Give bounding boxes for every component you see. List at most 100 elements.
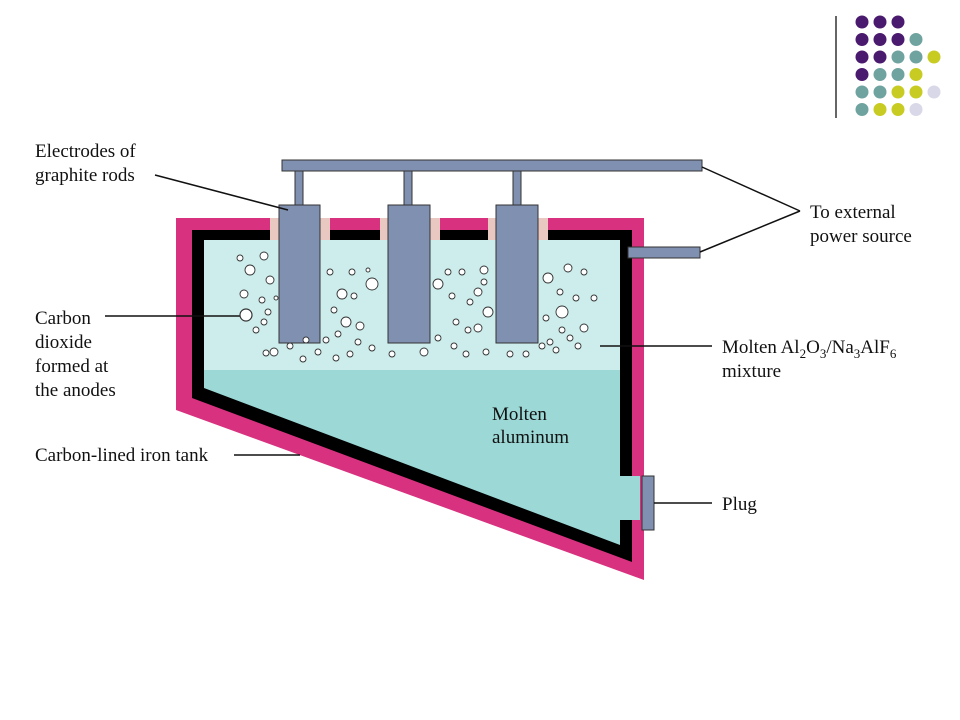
connector-rod xyxy=(294,170,304,206)
bubble xyxy=(340,316,352,328)
bubble xyxy=(260,318,268,326)
bubble xyxy=(302,336,310,344)
graphite-electrode xyxy=(495,204,539,344)
bubble xyxy=(473,323,483,333)
bubble xyxy=(552,346,560,354)
label-co2-1: Carbon xyxy=(35,308,91,329)
bubble xyxy=(336,288,348,300)
decor-dot xyxy=(909,68,923,81)
decor-dot xyxy=(891,33,905,46)
bubble xyxy=(458,268,466,276)
connector-rod xyxy=(403,170,413,206)
bubble xyxy=(348,268,356,276)
insulator xyxy=(270,218,280,240)
graphite-electrode xyxy=(387,204,431,344)
label-mixture-2: mixture xyxy=(722,361,781,382)
bubble xyxy=(252,326,260,334)
bubble xyxy=(473,287,483,297)
leader-electrodes xyxy=(154,174,289,211)
decor-dot xyxy=(873,50,887,64)
decor-dot xyxy=(855,103,869,116)
bubble xyxy=(299,355,307,363)
bubble xyxy=(262,349,270,357)
bubble xyxy=(574,342,582,350)
decor-dot xyxy=(873,33,887,46)
bubble xyxy=(239,289,249,299)
bubble xyxy=(556,288,564,296)
bubble xyxy=(450,342,458,350)
decor-dot xyxy=(873,68,887,81)
bubble xyxy=(244,264,256,276)
decor-dot xyxy=(909,50,923,64)
bubble xyxy=(579,323,589,333)
bubble xyxy=(322,336,330,344)
decor-dot xyxy=(873,103,887,116)
bubble xyxy=(365,267,371,273)
bubble xyxy=(462,350,470,358)
graphite-electrode xyxy=(278,204,321,344)
bubble xyxy=(506,350,514,358)
bubble xyxy=(419,347,429,357)
decor-dot xyxy=(909,33,923,46)
bubble xyxy=(482,348,490,356)
label-power-2: power source xyxy=(810,226,912,247)
label-aluminum-2: aluminum xyxy=(492,427,569,448)
bubble xyxy=(388,350,396,358)
decor-dot xyxy=(855,15,869,29)
bubble xyxy=(464,326,472,334)
bubble xyxy=(330,306,338,314)
bubble xyxy=(273,295,279,301)
bubble xyxy=(258,296,266,304)
insulator xyxy=(320,218,330,240)
label-electrodes-2: graphite rods xyxy=(35,165,135,186)
label-co2-4: the anodes xyxy=(35,380,116,401)
bubble xyxy=(555,305,569,319)
bubble xyxy=(558,326,566,334)
label-tank: Carbon-lined iron tank xyxy=(35,445,209,466)
decor-dot xyxy=(855,85,869,99)
bubble xyxy=(542,314,550,322)
label-mixture-1: Molten Al2O3/Na3AlF6 xyxy=(722,337,897,361)
leader-power-bus xyxy=(701,166,801,212)
bubble xyxy=(434,334,442,342)
bubble xyxy=(444,268,452,276)
label-co2-2: dioxide xyxy=(35,332,92,353)
leader-power-pipe xyxy=(699,210,801,253)
decorative-dot-grid xyxy=(855,15,941,116)
bubble xyxy=(346,350,354,358)
label-power-1: To external xyxy=(810,202,896,223)
insulator xyxy=(380,218,390,240)
bubble xyxy=(286,342,294,350)
decor-dot xyxy=(909,103,923,116)
decor-dot xyxy=(891,50,905,64)
decor-dot xyxy=(891,85,905,99)
plug xyxy=(641,475,655,531)
co2-bubbles xyxy=(236,251,598,363)
bubble xyxy=(452,318,460,326)
bubble xyxy=(236,254,244,262)
bus-bar xyxy=(281,159,703,172)
bubble xyxy=(522,350,530,358)
bubble xyxy=(538,342,546,350)
bubble xyxy=(368,344,376,352)
bubble xyxy=(326,268,334,276)
bubble xyxy=(480,278,488,286)
decor-dot xyxy=(855,68,869,81)
decor-dot xyxy=(927,50,941,64)
bubble xyxy=(590,294,598,302)
bubble xyxy=(269,347,279,357)
bubble xyxy=(265,275,275,285)
decor-dot xyxy=(891,68,905,81)
decor-dot xyxy=(891,103,905,116)
insulator xyxy=(430,218,440,240)
bubble xyxy=(466,298,474,306)
bubble xyxy=(546,338,554,346)
decor-dot xyxy=(891,15,905,29)
bubble xyxy=(482,306,494,318)
label-electrodes-1: Electrodes of xyxy=(35,141,136,162)
decor-dot xyxy=(873,85,887,99)
bubble xyxy=(572,294,580,302)
bubble xyxy=(334,330,342,338)
label-plug: Plug xyxy=(722,494,757,515)
